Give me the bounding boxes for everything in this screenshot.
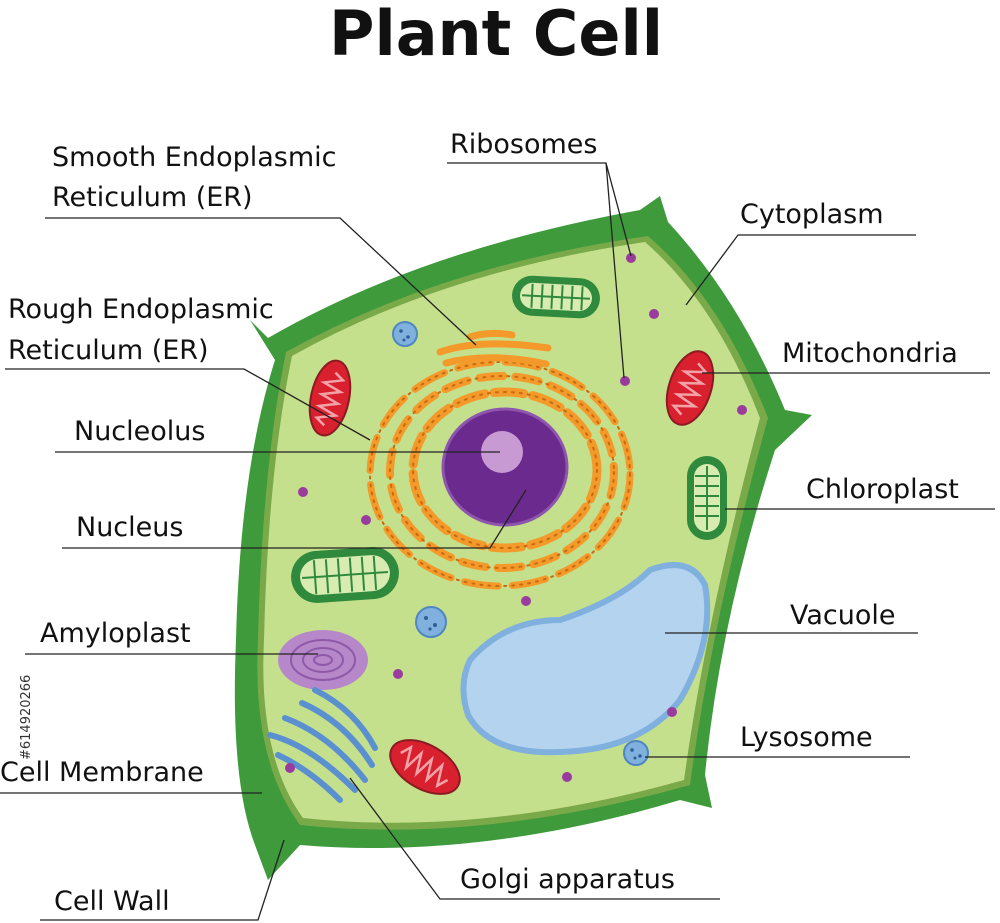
leader-lines bbox=[0, 162, 995, 921]
lysosome bbox=[415, 606, 447, 638]
golgi-apparatus bbox=[267, 687, 378, 803]
label-cell-wall: Cell Wall bbox=[54, 886, 170, 917]
ribosomes bbox=[285, 253, 747, 782]
label-nucleolus: Nucleolus bbox=[74, 416, 205, 447]
label-chloroplast: Chloroplast bbox=[806, 474, 959, 505]
label-golgi-apparatus: Golgi apparatus bbox=[460, 864, 675, 895]
mitochondrion bbox=[389, 739, 461, 795]
label-nucleus: Nucleus bbox=[76, 512, 183, 543]
leader-smooth-er bbox=[45, 217, 477, 346]
chloroplast bbox=[291, 547, 399, 603]
label-rough-er-line2: Reticulum (ER) bbox=[8, 335, 209, 366]
leader-golgi bbox=[349, 777, 720, 900]
chloroplast bbox=[512, 275, 600, 319]
lysosome bbox=[623, 740, 649, 766]
label-vacuole: Vacuole bbox=[790, 600, 896, 631]
label-mitochondria: Mitochondria bbox=[782, 338, 958, 369]
label-amyloplast: Amyloplast bbox=[40, 618, 191, 649]
nucleolus bbox=[481, 431, 523, 473]
label-smooth-er-line2: Reticulum (ER) bbox=[52, 182, 253, 213]
label-ribosomes: Ribosomes bbox=[450, 129, 598, 160]
label-smooth-er-line1: Smooth Endoplasmic bbox=[52, 142, 337, 173]
leader-cytoplasm bbox=[685, 234, 916, 306]
rough-er-ribosome-dots bbox=[369, 361, 631, 587]
label-cell-membrane: Cell Membrane bbox=[0, 757, 204, 788]
mitochondrion bbox=[665, 350, 715, 426]
leader-cell-wall bbox=[40, 839, 285, 921]
label-rough-er-line1: Rough Endoplasmic bbox=[8, 294, 274, 325]
vacuole bbox=[460, 562, 711, 756]
label-lysosome: Lysosome bbox=[740, 722, 873, 753]
amyloplast bbox=[278, 630, 368, 690]
smooth-er bbox=[436, 329, 552, 368]
leader-rough-er bbox=[5, 368, 371, 441]
leader-ribosomes bbox=[447, 162, 632, 379]
leader-nucleus bbox=[62, 489, 527, 549]
lysosome bbox=[392, 321, 418, 347]
chloroplast bbox=[687, 456, 727, 540]
diagram-title: Plant Cell bbox=[329, 0, 663, 70]
stock-watermark-id: #614920266 bbox=[19, 675, 34, 760]
label-cytoplasm: Cytoplasm bbox=[740, 199, 884, 230]
mitochondrion bbox=[308, 359, 352, 437]
